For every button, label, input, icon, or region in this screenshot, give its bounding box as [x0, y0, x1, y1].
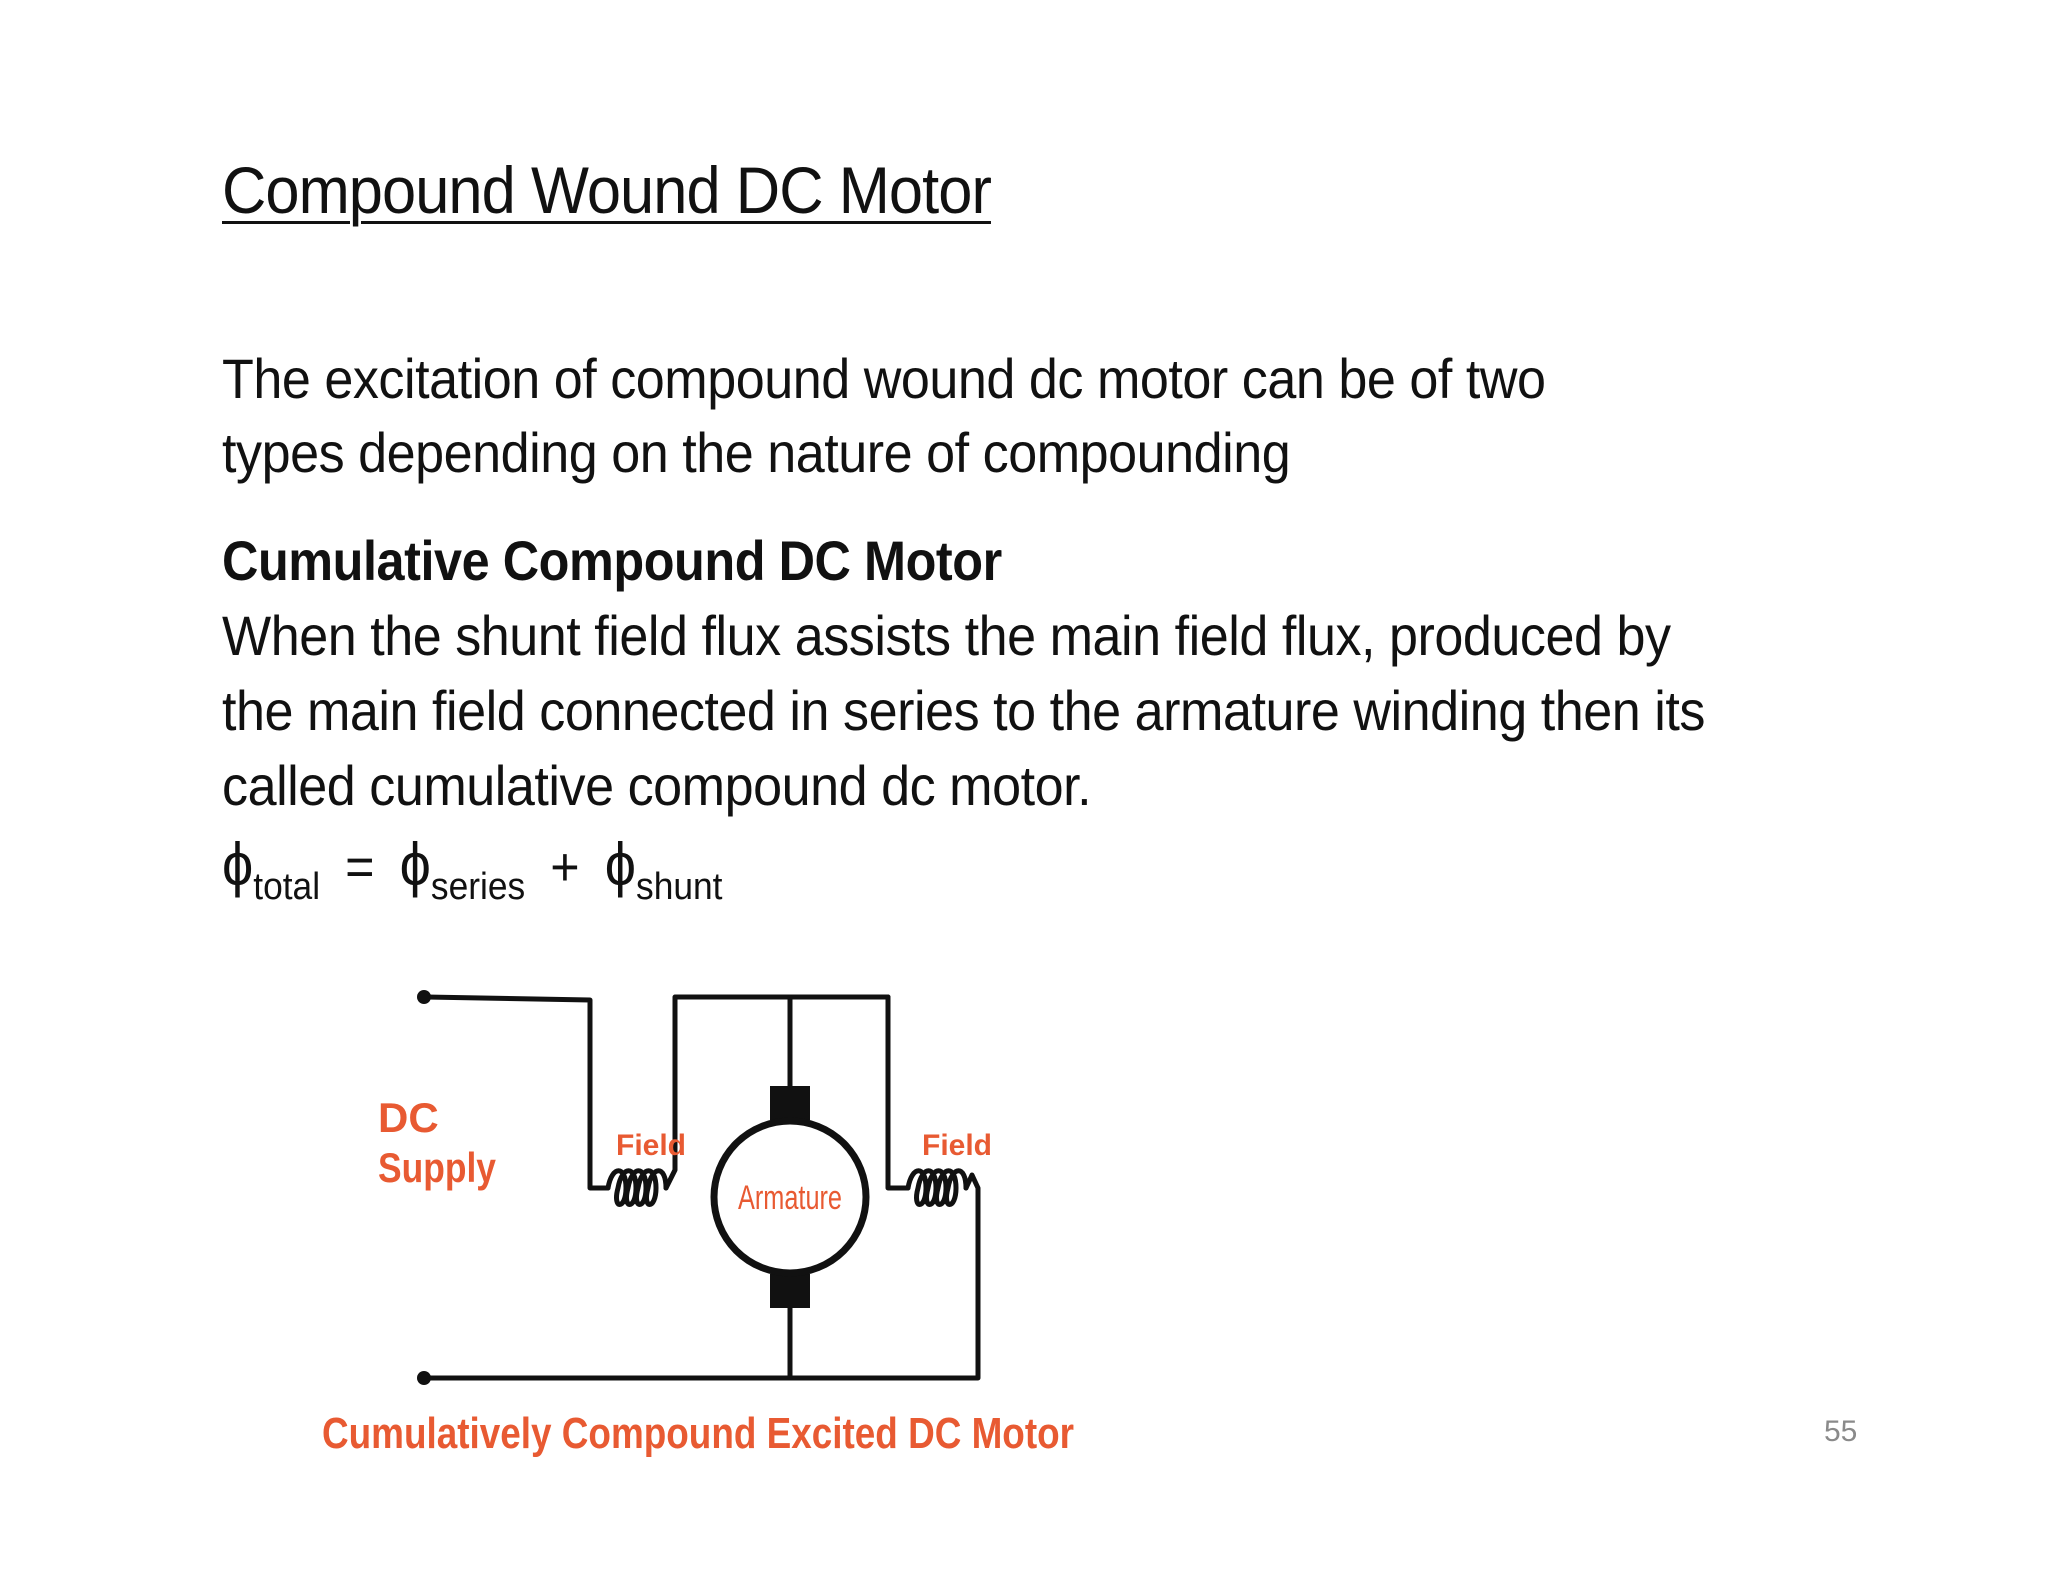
shunt-branch-top: [885, 994, 911, 1191]
body-line: When the shunt field flux assists the ma…: [222, 604, 1671, 667]
phi-symbol: ϕ: [399, 831, 431, 898]
subscript-shunt: shunt: [636, 866, 723, 908]
diagram-caption: Cumulatively Compound Excited DC Motor: [322, 1409, 1074, 1458]
dc-label: DC: [378, 1094, 439, 1141]
plus-sign: +: [550, 837, 580, 897]
phi-symbol: ϕ: [604, 831, 637, 898]
flux-formula: ϕtotal = ϕseries + ϕshunt: [222, 830, 722, 922]
brush-top: [770, 1086, 810, 1120]
circuit-svg: Armature DC Supply Field Field Cumulativ…: [322, 990, 1074, 1458]
body-line: the main field connected in series to th…: [222, 679, 1705, 742]
shunt-field-coil: [905, 1168, 969, 1207]
armature-label: Armature: [738, 1179, 842, 1217]
section-heading: Cumulative Compound DC Motor: [222, 529, 1002, 592]
field-left-label: Field: [616, 1129, 686, 1162]
field-right-label: Field: [922, 1129, 992, 1162]
supply-label: Supply: [378, 1144, 497, 1191]
armature-circle: [710, 1117, 870, 1277]
definition-paragraph: When the shunt field flux assists the ma…: [222, 598, 1859, 823]
subscript-total: total: [253, 866, 321, 908]
body-line: called cumulative compound dc motor.: [222, 754, 1092, 817]
slide-title: Compound Wound DC Motor: [222, 153, 992, 227]
intro-line: The excitation of compound wound dc moto…: [222, 347, 1546, 410]
circuit-diagram: Armature DC Supply Field Field Cumulativ…: [300, 960, 1120, 1470]
phi-symbol: ϕ: [222, 831, 254, 898]
intro-line: types depending on the nature of compoun…: [222, 421, 1291, 484]
brush-bottom: [770, 1274, 810, 1308]
supply-terminal-top: [417, 990, 431, 1004]
intro-paragraph: The excitation of compound wound dc moto…: [222, 342, 1803, 490]
page-number: 55: [1824, 1415, 1858, 1448]
equals-sign: =: [345, 837, 375, 897]
series-field-coil: [605, 1168, 669, 1207]
series-field-lead: [663, 994, 891, 1191]
shunt-return-wire: [423, 1172, 981, 1381]
supply-top-wire: [423, 994, 611, 1191]
supply-terminal-bottom: [417, 1371, 431, 1385]
subscript-series: series: [430, 866, 526, 908]
